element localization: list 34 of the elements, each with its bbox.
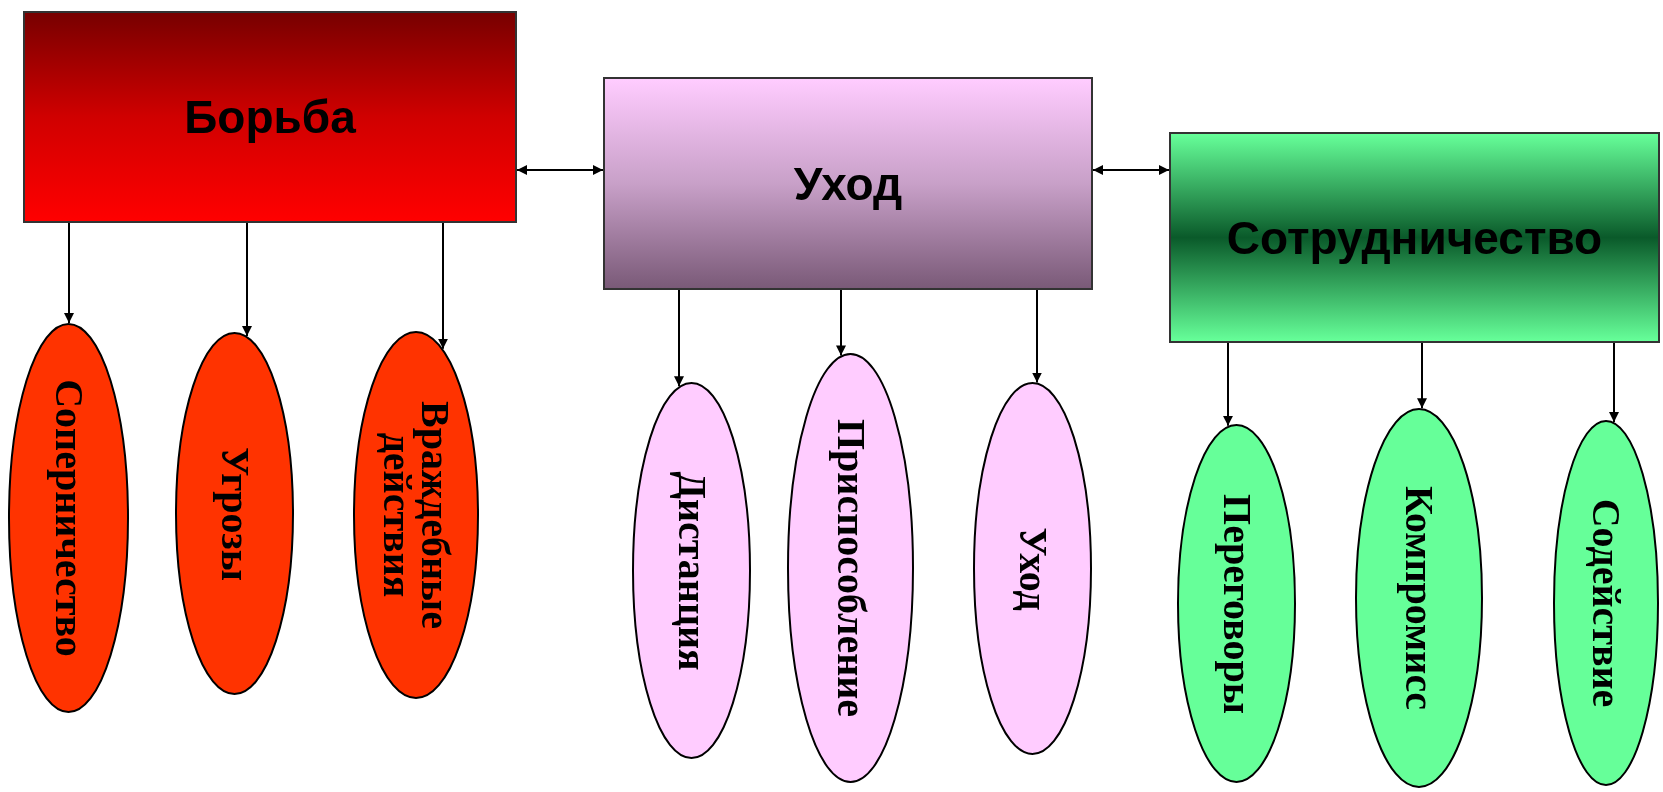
item-label: Содействие: [1587, 497, 1625, 710]
item-ellipse: [353, 331, 479, 699]
arrow: [64, 222, 74, 324]
arrow: [674, 289, 684, 388]
item-ellipse: [787, 353, 914, 783]
arrow: [1223, 342, 1233, 427]
item-ellipse: [175, 332, 294, 695]
item-label: Приспособление: [831, 418, 870, 719]
arrow: [1609, 342, 1619, 424]
item-label: Дистанция: [672, 469, 711, 673]
item-label: Уход: [1013, 525, 1052, 613]
category-title: Сотрудничество: [1226, 210, 1603, 265]
arrow: [836, 289, 846, 357]
category-title: Уход: [793, 156, 903, 211]
arrow: [1032, 289, 1042, 384]
item-ellipse: [632, 382, 751, 759]
category-box: [603, 77, 1093, 290]
category-box: [1169, 132, 1660, 343]
item-label: Враждебные действия: [378, 400, 454, 631]
category-title: Борьба: [184, 90, 356, 144]
arrow: [1417, 342, 1427, 410]
item-ellipse: [1355, 408, 1483, 788]
item-label: Угрозы: [215, 445, 254, 583]
item-ellipse: [973, 382, 1092, 755]
category-box: [23, 11, 517, 223]
item-ellipse: [1553, 420, 1659, 786]
item-label: Соперничество: [49, 378, 88, 659]
item-label: Переговоры: [1217, 492, 1256, 716]
arrow: [1092, 165, 1170, 175]
arrow: [242, 222, 252, 338]
arrow: [516, 165, 604, 175]
arrow: [438, 222, 448, 350]
item-ellipse: [8, 323, 129, 713]
item-ellipse: [1177, 424, 1296, 783]
